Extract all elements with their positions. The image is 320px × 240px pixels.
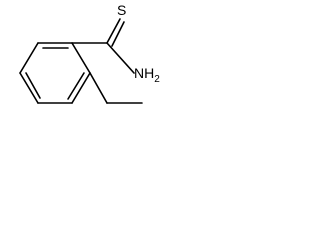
amine-label: NH2 (134, 65, 160, 85)
amine-hydrogen-count: 2 (154, 74, 160, 85)
carbon-sulfur-double-bond-1 (106, 18, 121, 44)
ring-bond-3 (71, 72, 91, 104)
ring-bond-5 (19, 72, 39, 104)
ring-bond-6 (19, 42, 39, 74)
sulfur-atom-label: S (117, 2, 126, 18)
amine-nitrogen-label: NH (134, 65, 154, 81)
carbon-sulfur-double-bond-2 (111, 21, 125, 47)
ring-inner-double-bond-2 (67, 72, 85, 100)
ring-bond-2 (71, 42, 91, 74)
chemical-structure: S NH2 (19, 2, 160, 104)
thioamide-group: S NH2 (71, 2, 160, 85)
methyl-bond (89, 72, 108, 104)
ring-inner-double-bond-3 (25, 72, 41, 99)
carbon-nitrogen-bond (106, 42, 135, 74)
methyl-group (89, 72, 143, 104)
benzene-ring (19, 42, 91, 104)
